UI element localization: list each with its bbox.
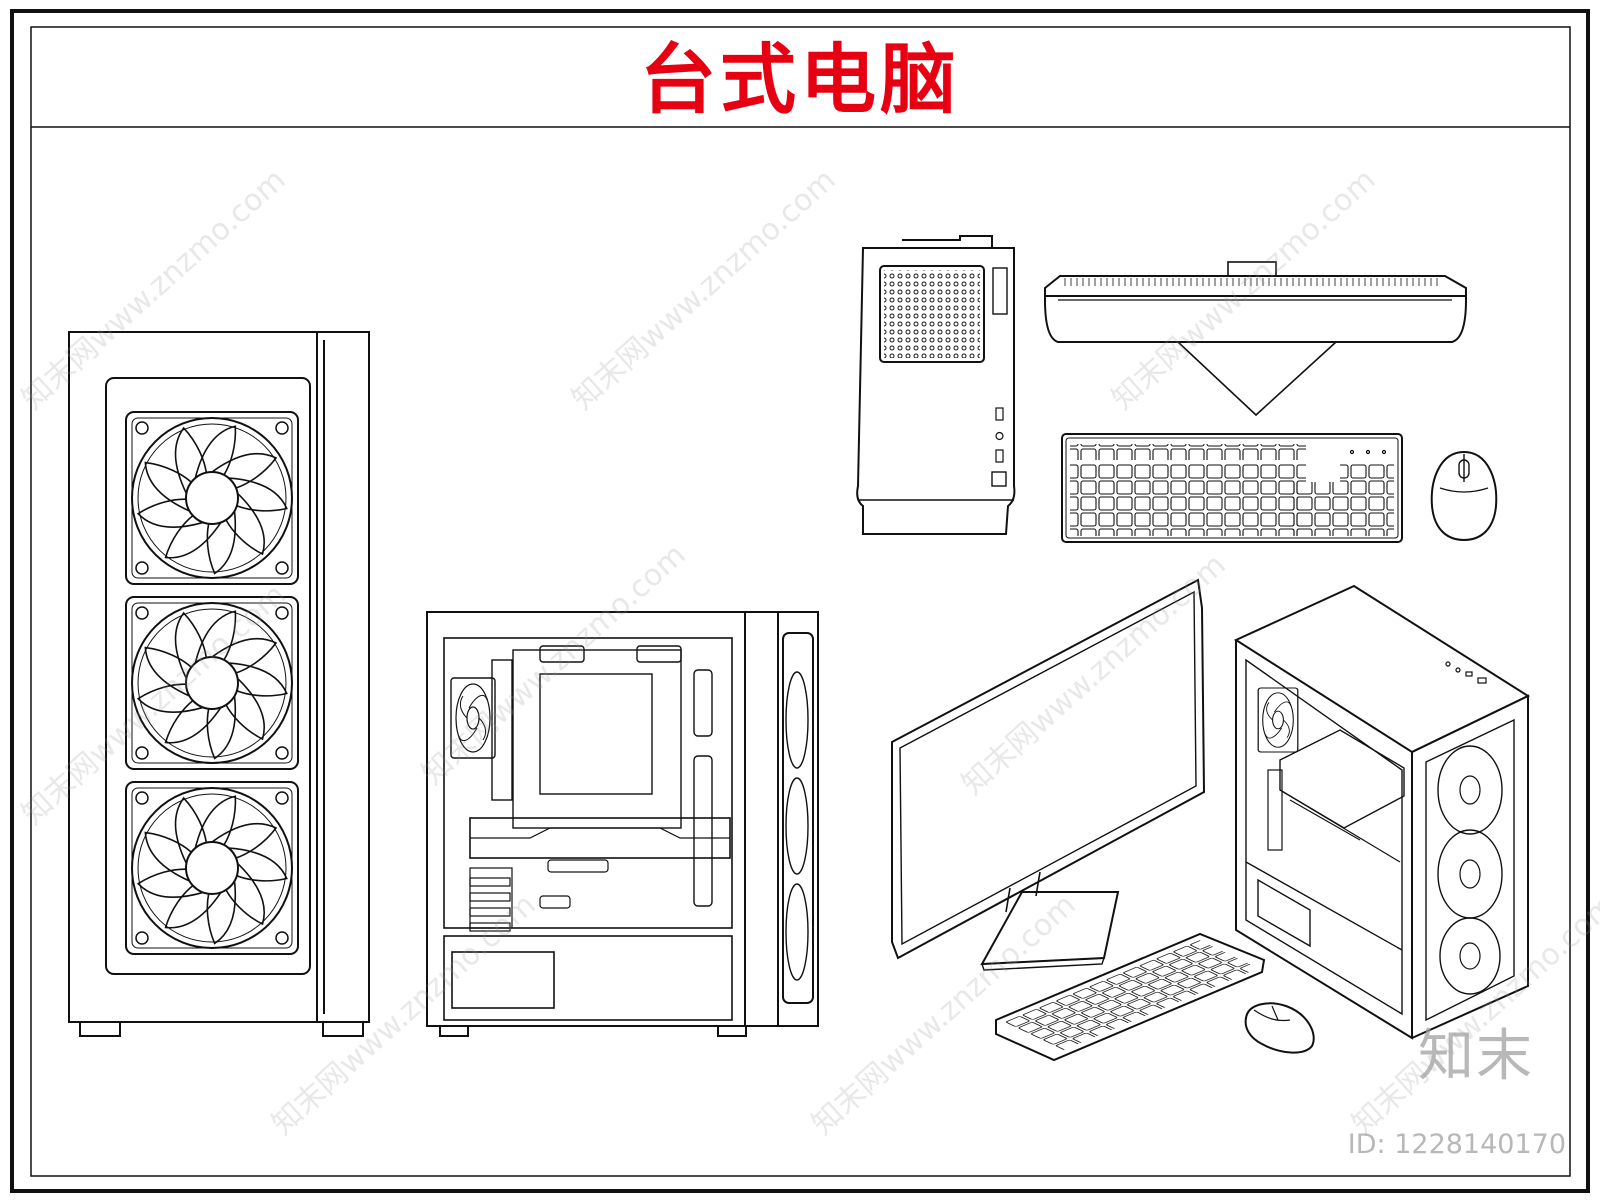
mini-pc-front-mesh-icon (856, 235, 1016, 535)
keyboard-plan-icon (1061, 433, 1403, 543)
pc-tower-front-with-three-fans-icon (68, 331, 370, 1037)
drawing-id: ID: 1228140170 (1347, 1129, 1566, 1160)
monitor-top-view-icon (1044, 261, 1467, 417)
inner-frame (30, 26, 1571, 1177)
mouse-plan-icon (1430, 450, 1498, 542)
monitor-isometric-icon (891, 578, 1206, 971)
keyboard-isometric-icon (995, 932, 1266, 1062)
pc-tower-side-open-panel-icon (426, 611, 819, 1037)
outer-frame (10, 9, 1590, 1193)
pc-tower-isometric-icon (1233, 584, 1531, 1040)
page-title: 台式电脑 (640, 35, 960, 124)
mouse-iso-icon (1244, 1002, 1315, 1054)
brand-logo-text: 知末 (1418, 1024, 1534, 1089)
